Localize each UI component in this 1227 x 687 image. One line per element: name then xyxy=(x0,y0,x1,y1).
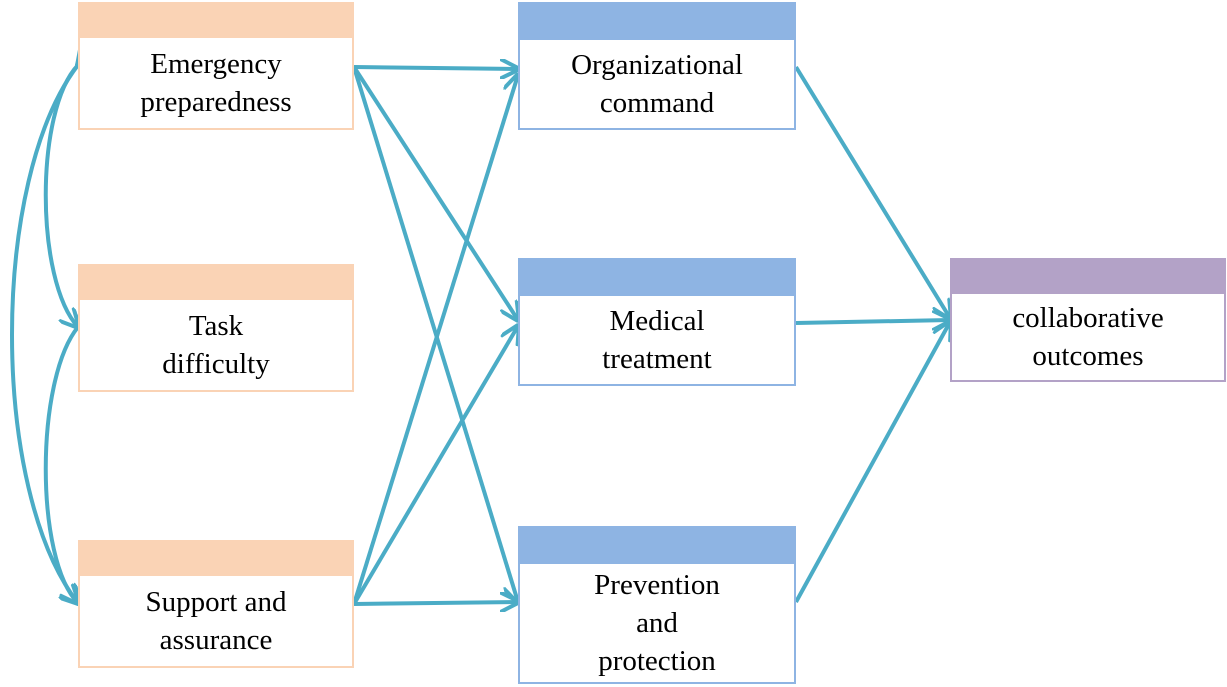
node-label-line: treatment xyxy=(602,343,712,375)
node-label: Medical treatment xyxy=(520,296,794,384)
node-header-band xyxy=(80,4,352,38)
edge-emergency-med xyxy=(352,65,518,320)
node-label-line: protection xyxy=(598,645,716,677)
node-header-band xyxy=(520,260,794,296)
node-label: Organizational command xyxy=(520,40,794,128)
node-label-line: Prevention xyxy=(594,569,720,601)
node-label: Support and assurance xyxy=(80,576,352,666)
node-label-line: outcomes xyxy=(1032,340,1144,372)
node-prevention-and-protection: Prevention and protection xyxy=(518,526,796,684)
node-label-line: Emergency xyxy=(150,48,282,80)
edge-emergency-support xyxy=(10,65,78,603)
node-medical-treatment: Medical treatment xyxy=(518,258,796,386)
node-support-and-assurance: Support and assurance xyxy=(78,540,354,668)
node-collaborative-outcomes: collaborative outcomes xyxy=(950,258,1226,382)
edge-emergency-org xyxy=(353,67,518,69)
node-label-line: and xyxy=(636,607,678,639)
edge-med-outcome xyxy=(795,320,950,323)
edge-org-outcome xyxy=(794,65,950,318)
node-label-line: Support and xyxy=(145,586,287,618)
node-label: collaborative outcomes xyxy=(952,294,1224,380)
node-header-band xyxy=(80,266,352,300)
node-label: Emergency preparedness xyxy=(80,38,352,128)
node-header-band xyxy=(520,528,794,564)
node-label-line: Task xyxy=(188,310,244,342)
node-label-line: Organizational xyxy=(571,49,743,81)
node-task-difficulty: Task difficulty xyxy=(78,264,354,392)
edge-prev-outcome xyxy=(794,322,950,603)
node-label-line: difficulty xyxy=(162,348,270,380)
edge-task-support xyxy=(43,327,78,603)
node-label-line: collaborative xyxy=(1012,302,1164,334)
edge-support-med xyxy=(352,326,518,606)
node-label-line: assurance xyxy=(159,624,273,656)
node-label: Task difficulty xyxy=(80,300,352,390)
node-organizational-command: Organizational command xyxy=(518,2,796,130)
node-emergency-preparedness: Emergency preparedness xyxy=(78,2,354,130)
node-header-band xyxy=(952,260,1224,294)
edge-support-prev xyxy=(353,602,518,604)
node-label-line: Medical xyxy=(609,305,705,337)
node-label-line: preparedness xyxy=(140,86,292,118)
edge-support-org xyxy=(352,75,518,605)
node-header-band xyxy=(80,542,352,576)
node-label: Prevention and protection xyxy=(520,564,794,682)
edge-emergency-task xyxy=(43,65,78,327)
node-header-band xyxy=(520,4,794,40)
node-label-line: command xyxy=(599,87,715,119)
